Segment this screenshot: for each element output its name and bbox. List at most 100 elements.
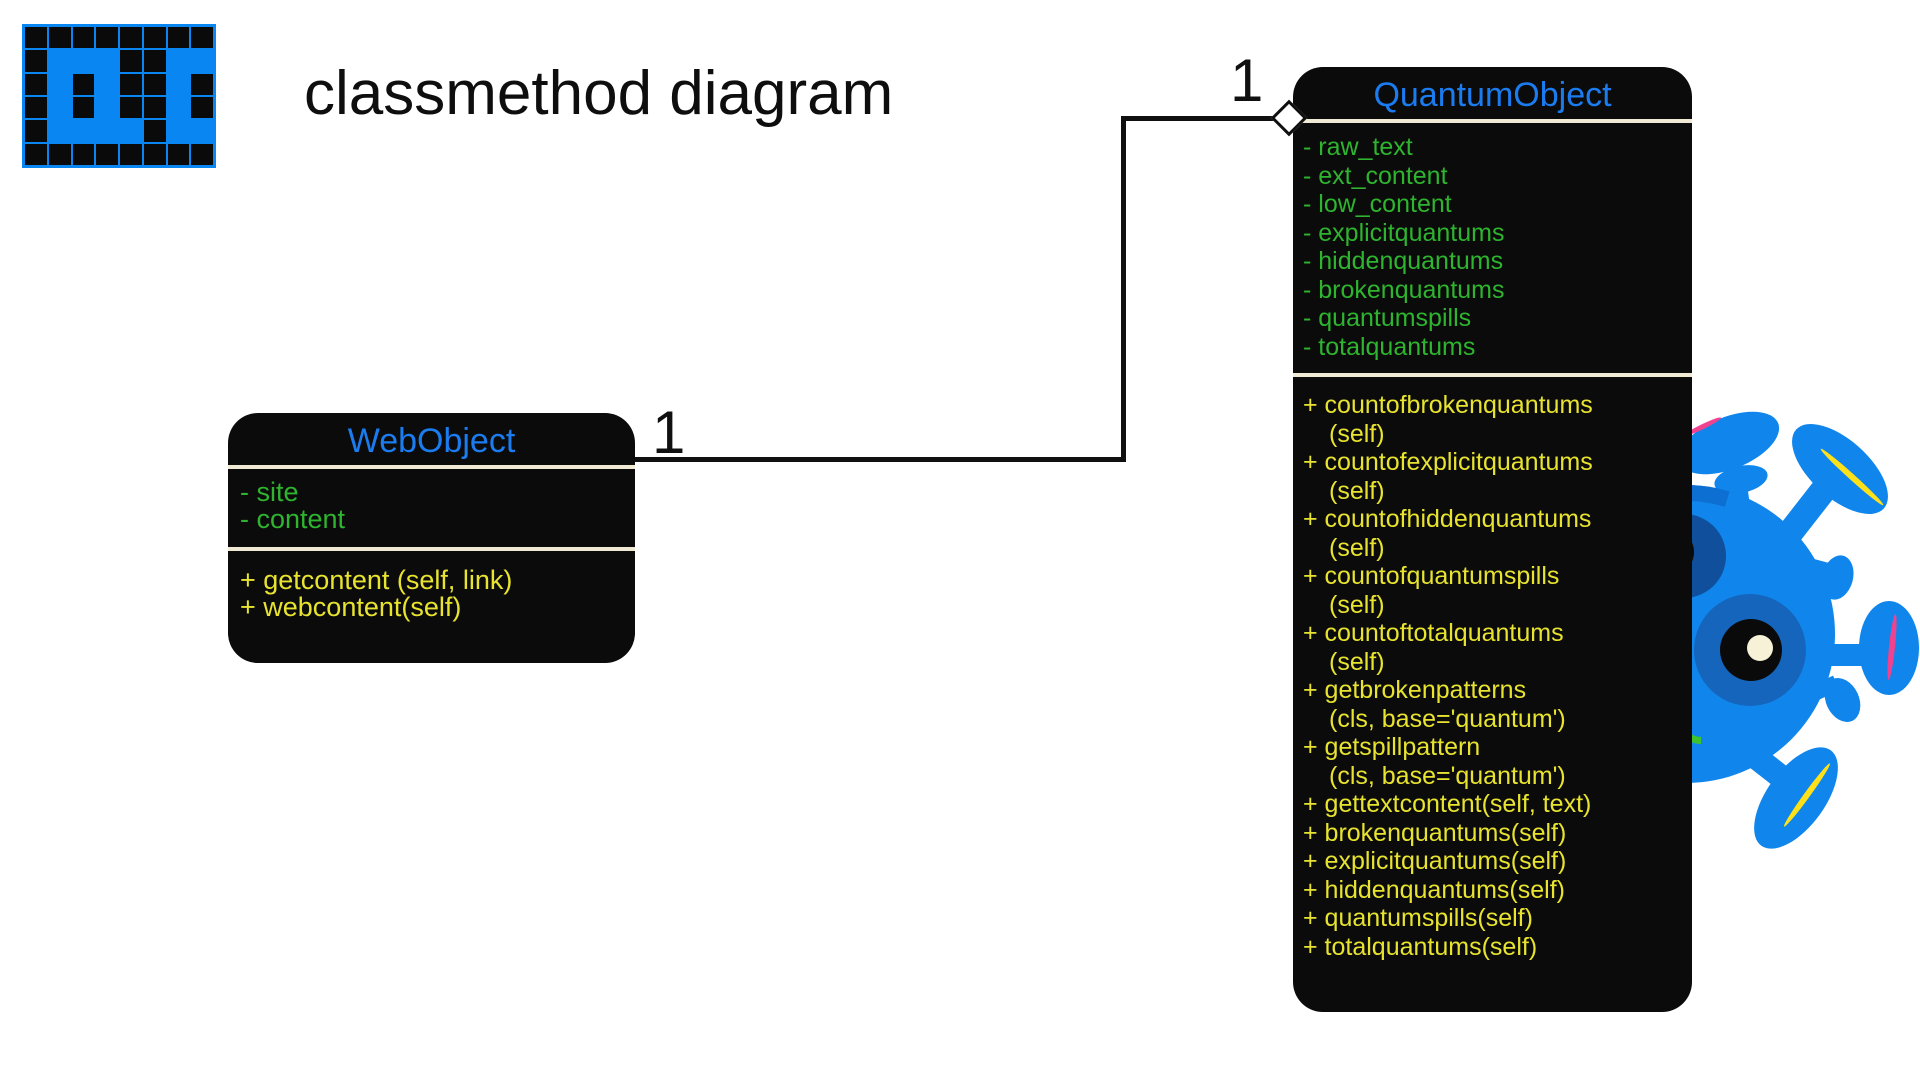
logo-pixel (191, 73, 213, 95)
virus-spike-head (1737, 733, 1855, 863)
virus-spike-stem (1808, 558, 1848, 584)
section-divider (228, 465, 635, 469)
attribute: - quantumspills (1303, 304, 1472, 332)
logo-pixel (167, 120, 190, 142)
pixel-qc-logo (22, 24, 216, 168)
attribute: - explicitquantums (1303, 218, 1505, 247)
method: (self) (1329, 647, 1385, 676)
logo-pixel (167, 97, 190, 119)
logo-pixel (25, 143, 47, 165)
method: (cls, base='quantum') (1329, 761, 1566, 790)
method: (self) (1329, 476, 1385, 505)
virus-spike-stem (1731, 734, 1793, 790)
logo-pixel (72, 50, 95, 72)
logo-pixel (96, 120, 118, 142)
virus-spike-stem (1778, 469, 1844, 543)
logo-pixel (72, 73, 95, 95)
logo-pixel (25, 27, 47, 49)
attribute: - totalquantums (1303, 332, 1476, 361)
attribute: - raw_text (1303, 133, 1413, 161)
logo-pixel (72, 120, 95, 142)
method: + hiddenquantums(self) (1303, 875, 1565, 904)
method: (self) (1329, 419, 1385, 448)
method: (cls, base='quantum') (1329, 704, 1566, 733)
virus-accent-yellow (1781, 761, 1833, 829)
virus-spike-head (1817, 672, 1868, 728)
method: + countofhiddenquantums (1303, 505, 1592, 533)
uml-class-webobject: WebObject - site- content + getcontent (… (228, 413, 635, 663)
methods-section: + getcontent (self, link)+ webcontent(se… (228, 551, 635, 631)
method: (self) (1329, 590, 1385, 619)
logo-pixel (143, 27, 166, 49)
logo-pixel (25, 73, 47, 95)
logo-pixel (72, 27, 95, 49)
logo-pixel (143, 120, 166, 142)
attributes-section: - site- content (228, 469, 635, 547)
multiplicity-quantumobject: 1 (1230, 47, 1264, 114)
logo-pixel (120, 50, 142, 72)
attribute: - brokenquantums (1303, 275, 1505, 304)
logo-pixel (191, 120, 213, 142)
virus-spike-stem (1812, 644, 1864, 666)
logo-pixel (191, 27, 213, 49)
logo-pixel (120, 27, 142, 49)
logo-pixel (72, 97, 95, 119)
virus-spike-head (1711, 460, 1771, 499)
page-title: classmethod diagram (304, 59, 894, 128)
virus-eye-highlight (1747, 635, 1773, 661)
virus-eye-socket (1694, 594, 1806, 706)
logo-pixel (25, 97, 47, 119)
virus-spike-head (1816, 551, 1859, 604)
logo-pixel (120, 120, 142, 142)
logo-pixel (96, 27, 118, 49)
virus-accent-pink (1885, 613, 1899, 681)
logo-pixel (25, 50, 47, 72)
logo-pixel (167, 143, 190, 165)
connector-segment-vertical (1121, 116, 1126, 462)
method: + getcontent (self, link) (240, 565, 513, 595)
method: + countofexplicitquantums (1303, 448, 1593, 476)
method: + totalquantums(self) (1303, 932, 1538, 961)
method: (self) (1329, 533, 1385, 562)
logo-pixel (143, 50, 166, 72)
class-title: WebObject (347, 422, 516, 460)
class-title: QuantumObject (1373, 76, 1612, 114)
logo-pixel (25, 120, 47, 142)
logo-pixel (48, 97, 71, 119)
logo-pixel (167, 73, 190, 95)
logo-pixel (48, 50, 71, 72)
logo-pixel (191, 143, 213, 165)
logo-pixel (48, 27, 71, 49)
section-divider (1293, 373, 1692, 377)
logo-pixel (72, 143, 95, 165)
logo-pixel (120, 73, 142, 95)
logo-pixel (167, 50, 190, 72)
method: + getbrokenpatterns (1303, 676, 1527, 704)
logo-pixel (96, 73, 118, 95)
logo-pixel (191, 97, 213, 119)
section-divider (228, 547, 635, 551)
method: + explicitquantums(self) (1303, 847, 1567, 875)
method: + gettextcontent(self, text) (1303, 790, 1592, 818)
attribute: - ext_content (1303, 161, 1448, 190)
logo-pixel (167, 27, 190, 49)
attribute: - hiddenquantums (1303, 247, 1504, 275)
logo-pixel (143, 97, 166, 119)
attribute: - site (240, 477, 299, 507)
logo-pixel (48, 73, 71, 95)
logo-pixel (48, 143, 71, 165)
logo-pixel (96, 97, 118, 119)
uml-class-quantumobject: QuantumObject - raw_text- ext_content- l… (1293, 67, 1692, 1012)
method: + countofbrokenquantums (1303, 391, 1593, 419)
method: + countoftotalquantums (1303, 619, 1564, 647)
virus-accent-yellow (1818, 446, 1886, 508)
virus-spike-head (1859, 601, 1919, 695)
virus-spike-head (1776, 407, 1904, 531)
logo-pixel (191, 50, 213, 72)
logo-pixel (48, 120, 71, 142)
logo-pixel (96, 143, 118, 165)
virus-spike-stem (1729, 486, 1751, 512)
methods-section: + countofbrokenquantums(self)+ countofex… (1293, 377, 1692, 971)
method: + quantumspills(self) (1303, 904, 1533, 932)
method: + brokenquantums(self) (1303, 818, 1567, 847)
